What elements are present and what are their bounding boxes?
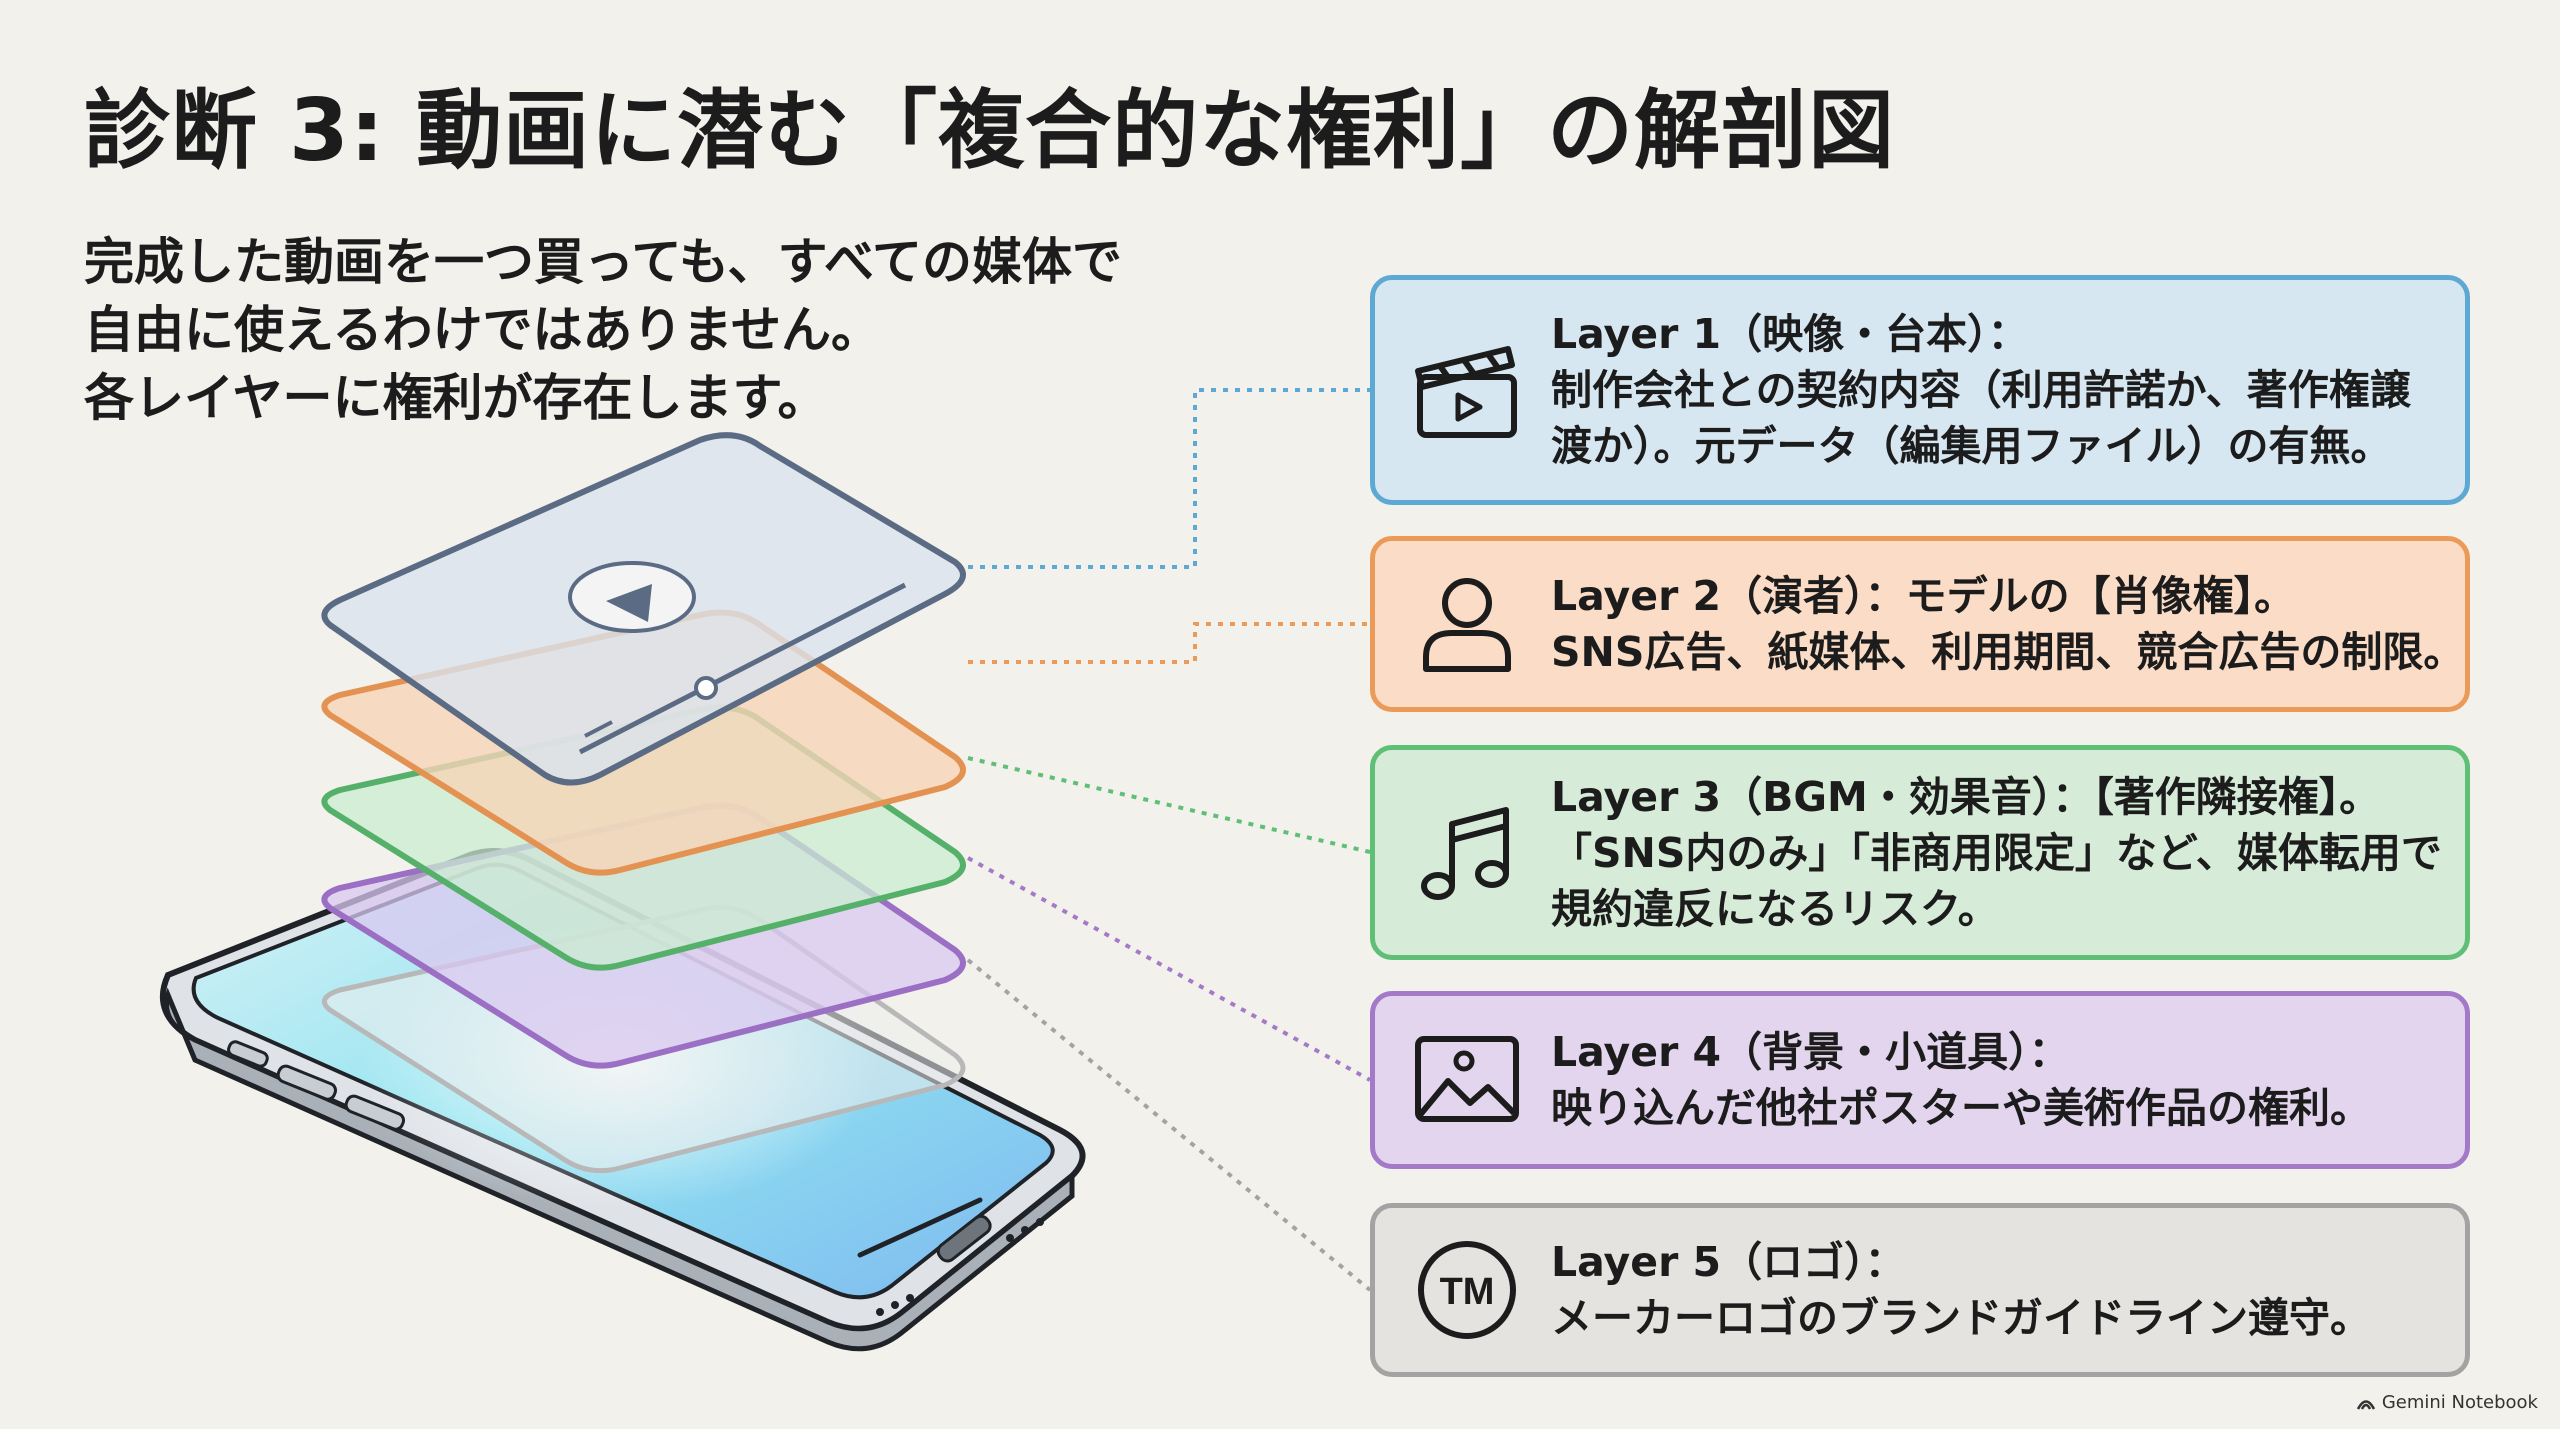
trademark-icon: TM: [1407, 1230, 1527, 1350]
brand-name: Gemini Notebook: [2381, 1392, 2538, 1413]
music-note-icon: [1407, 793, 1527, 913]
layer-2-card: Layer 2（演者）：モデルの【肖像権】。 SNS広告、紙媒体、利用期間、競合…: [1370, 536, 2470, 712]
layer-3-detail: 規約違反になるリスク。: [1551, 884, 1999, 933]
connector-layer-4: [967, 856, 1371, 1082]
layer-2-description: Layer 2（演者）：モデルの【肖像権】。 SNS広告、紙媒体、利用期間、競合…: [1551, 568, 2465, 680]
trademark-label: TM: [1440, 1271, 1495, 1313]
exploded-layers-illustration: [159, 388, 1372, 1352]
layer-5-card: TM Layer 5（ロゴ）： メーカーロゴのブランドガイドライン遵守。: [1370, 1203, 2470, 1377]
layer-2-detail: SNS広告、紙媒体、利用期間、競合広告の制限。: [1551, 628, 2465, 676]
brand-logo-icon: [2356, 1399, 2375, 1410]
person-icon: [1407, 564, 1527, 684]
layer-4-detail: 映り込んだ他社ポスターや美術作品の権利。: [1551, 1084, 2371, 1132]
connector-layer-2: [968, 622, 1370, 664]
layer-1-detail: 制作会社との契約内容（利用許諾か、著作権譲: [1551, 366, 2411, 414]
layer-3-detail: 「SNS内のみ」「非商用限定」など、媒体転用で: [1551, 828, 2442, 877]
brand-watermark: Gemini Notebook: [2356, 1392, 2538, 1413]
layer-1-description: Layer 1（映像・台本）： 制作会社との契約内容（利用許諾か、著作権譲 渡か…: [1551, 306, 2445, 474]
layer-4-heading: Layer 4（背景・小道具）：: [1551, 1028, 2070, 1076]
clapperboard-icon: [1407, 330, 1527, 450]
layer-3-card: Layer 3（BGM・効果音）：【著作隣接権】。 「SNS内のみ」「非商用限定…: [1370, 745, 2470, 960]
layer-1-card: Layer 1（映像・台本）： 制作会社との契約内容（利用許諾か、著作権譲 渡か…: [1370, 275, 2470, 505]
intro-text: 完成した動画を一つ買っても、すべての媒体で 自由に使えるわけではありません。 各…: [84, 228, 1284, 432]
layer-1-detail: 渡か）。元データ（編集用ファイル）の有無。: [1551, 422, 2392, 470]
intro-line: 自由に使えるわけではありません。: [84, 301, 881, 359]
layer-3-description: Layer 3（BGM・効果音）：【著作隣接権】。 「SNS内のみ」「非商用限定…: [1551, 769, 2445, 937]
layer-1-heading: Layer 1（映像・台本）：: [1551, 310, 2029, 358]
layer-2-heading: Layer 2（演者）：モデルの【肖像権】。: [1551, 572, 2296, 620]
connector-layer-3: [967, 756, 1371, 854]
layer-4-description: Layer 4（背景・小道具）： 映り込んだ他社ポスターや美術作品の権利。: [1551, 1024, 2445, 1136]
image-icon: [1407, 1020, 1527, 1140]
intro-line: 各レイヤーに権利が存在します。: [84, 369, 828, 427]
layer-4-card: Layer 4（背景・小道具）： 映り込んだ他社ポスターや美術作品の権利。: [1370, 991, 2470, 1169]
intro-line: 完成した動画を一つ買っても、すべての媒体で: [84, 233, 1122, 291]
layer-5-detail: メーカーロゴのブランドガイドライン遵守。: [1551, 1294, 2371, 1342]
layer-1-sheet: [321, 432, 966, 786]
layer-3-heading: Layer 3（BGM・効果音）：【著作隣接権】。: [1551, 772, 2381, 821]
layer-5-description: Layer 5（ロゴ）： メーカーロゴのブランドガイドライン遵守。: [1551, 1234, 2445, 1346]
connector-layer-1: [968, 388, 1370, 569]
layer-5-heading: Layer 5（ロゴ）：: [1551, 1238, 1906, 1286]
connector-layer-5: [966, 958, 1372, 1292]
page-title: 診断 3: 動画に潜む「複合的な権利」の解剖図: [84, 81, 1896, 181]
connector-lines: [966, 388, 1372, 1292]
